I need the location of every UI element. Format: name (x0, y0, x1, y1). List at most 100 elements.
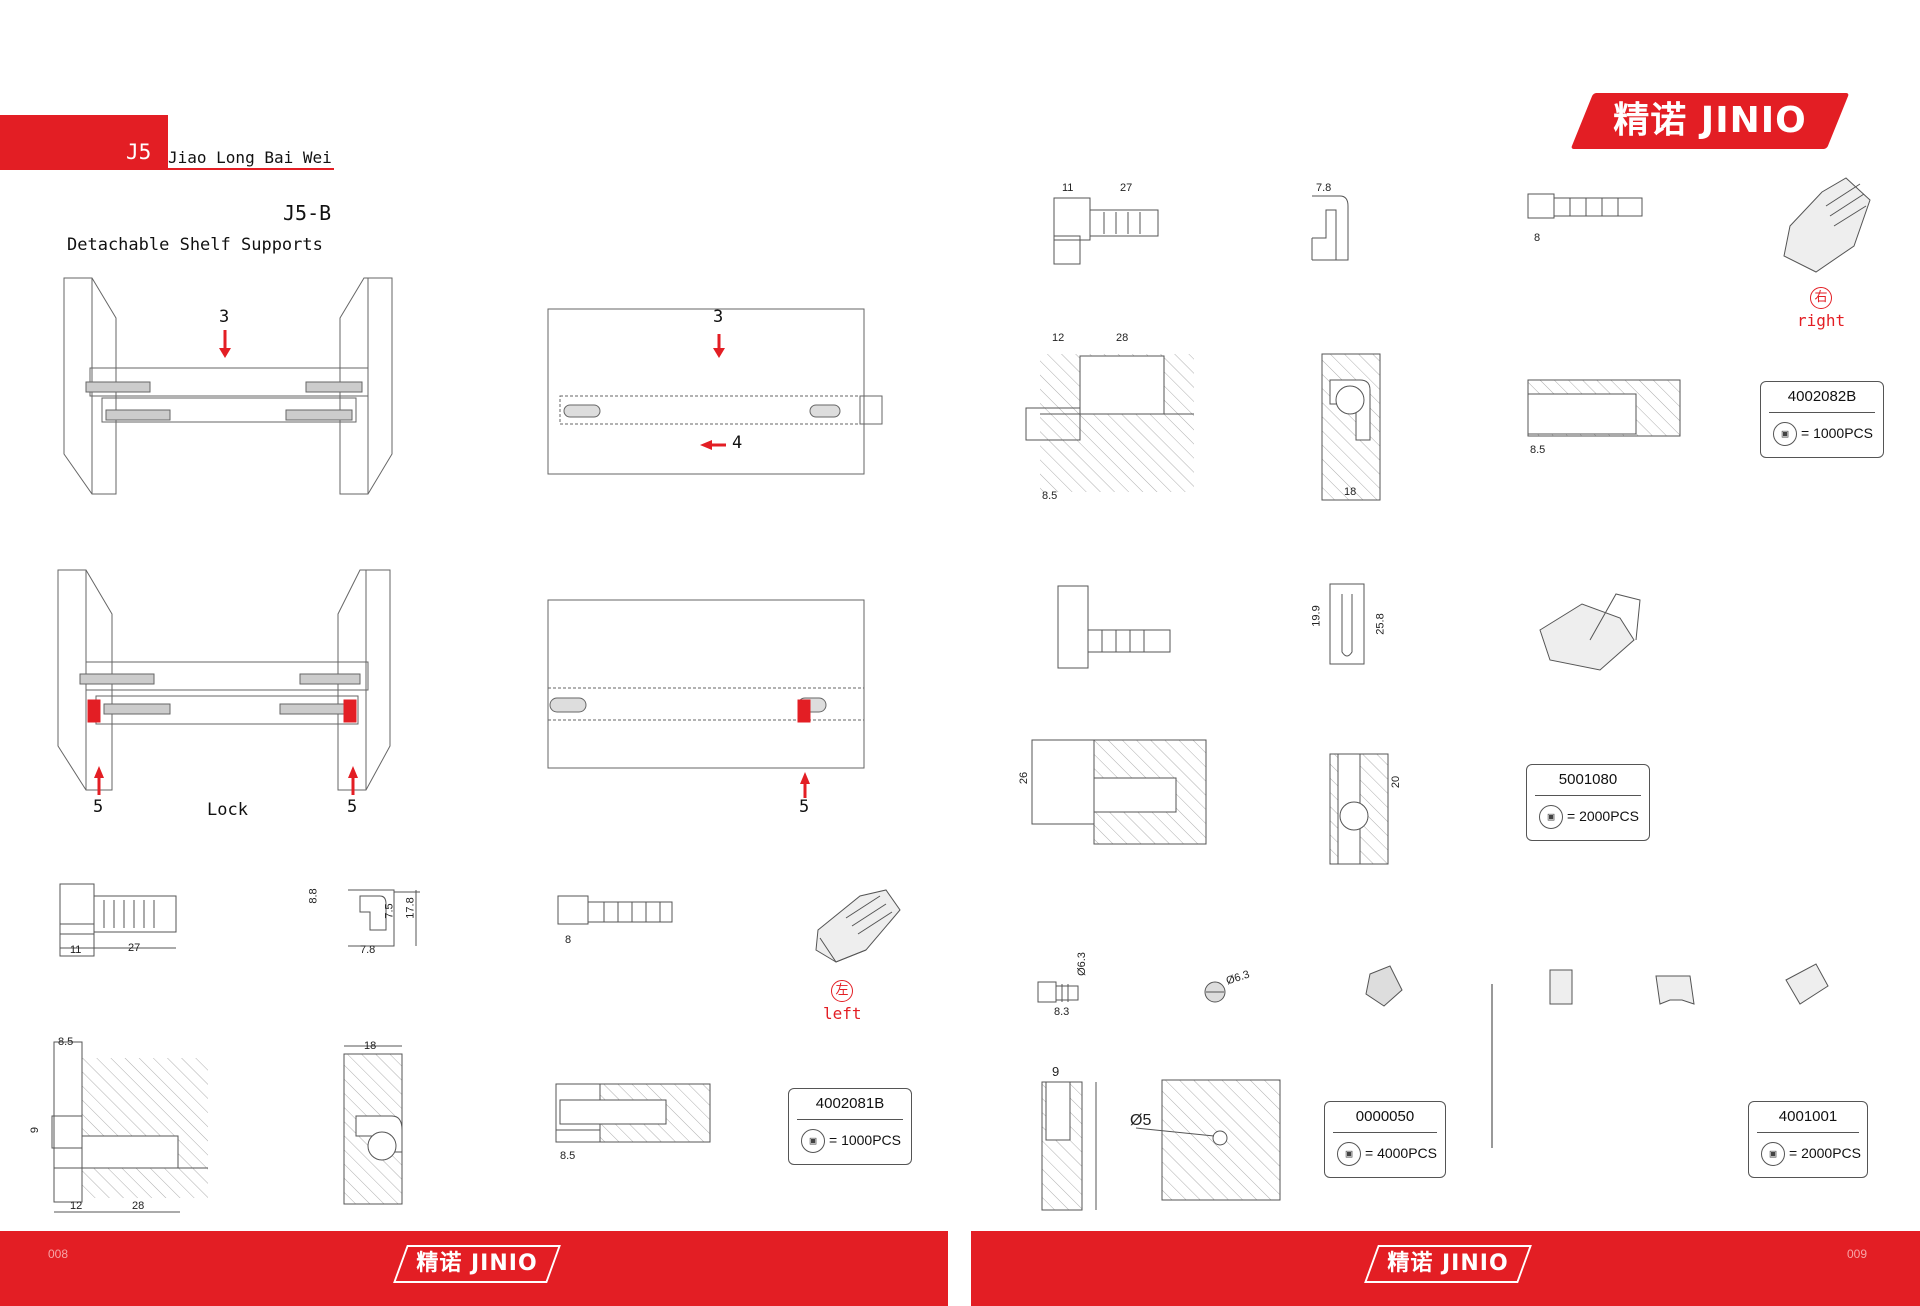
assembly-view-lock (57, 569, 391, 791)
dim-r-9: 9 (1052, 1064, 1060, 1079)
arrow-step3-b (713, 348, 725, 358)
footer-logo-left-text: 精诺 JINIO (416, 1251, 538, 1276)
part-right-top-view (1311, 195, 1349, 261)
part-right-side-view (1053, 197, 1159, 265)
dim-r-8-3: 8.3 (1054, 1006, 1070, 1018)
dim-r-26: 26 (1018, 771, 1031, 785)
part-left-iso (557, 895, 673, 925)
part-0000050-side (1037, 981, 1079, 1003)
part-right-3d (1783, 177, 1871, 273)
part-4001001-b (1655, 975, 1695, 1005)
footer-logo-right: 精诺 JINIO (1364, 1245, 1532, 1283)
part-4001001-c (1785, 963, 1829, 1005)
product-card-4002082b: 4002082B ▣ = 1000PCS (1760, 381, 1884, 458)
product-divider (1333, 1132, 1437, 1133)
dim-r-25-8: 25.8 (1374, 613, 1387, 635)
right-hand-icon: 右 (1810, 287, 1832, 309)
dim-r-19-9: 19.9 (1310, 605, 1323, 627)
step5-label-b: 5 (347, 797, 358, 817)
part-left-section-a (51, 1041, 208, 1213)
right-hand-label: right (1797, 311, 1846, 330)
product-divider (797, 1119, 903, 1120)
part-5001080-3d (1539, 593, 1641, 671)
step4-label: 4 (732, 433, 743, 453)
dim-7-8: 7.8 (360, 944, 376, 956)
dim-9: 9 (29, 1126, 42, 1134)
left-hand-label: left (823, 1004, 862, 1023)
package-icon: ▣ (1337, 1142, 1361, 1166)
dim-r-12: 12 (1052, 332, 1065, 344)
product-qty: = 1000PCS (829, 1132, 902, 1148)
part-5001080-side (1057, 585, 1171, 669)
product-code: 4002082B (1787, 388, 1857, 405)
dim-r-18: 18 (1344, 486, 1357, 498)
part-0000050-bore (1135, 1079, 1281, 1201)
part-left-side-view (59, 883, 177, 957)
product-qty: = 4000PCS (1365, 1145, 1438, 1161)
step3-label-b: 3 (713, 307, 724, 327)
dim-11: 11 (70, 944, 82, 956)
footer-logo-left: 精诺 JINIO (393, 1245, 561, 1283)
product-qty: = 2000PCS (1789, 1145, 1862, 1161)
dim-r-20: 20 (1390, 775, 1403, 789)
arrow-step4 (700, 440, 712, 450)
left-hand-icon: 左 (831, 980, 853, 1002)
step5-label-c: 5 (799, 797, 810, 817)
product-qty: = 1000PCS (1801, 425, 1874, 441)
right-hand-cn: 右 (1814, 290, 1828, 305)
dim-r-8-5b: 8.5 (1530, 444, 1546, 456)
part-right-section-b (1321, 353, 1381, 501)
footer-left: 008 精诺 JINIO (0, 1231, 948, 1306)
product-card-5001080: 5001080 ▣ = 2000PCS (1526, 764, 1650, 841)
arrow-step5-a (94, 766, 104, 778)
product-divider (1769, 412, 1875, 413)
dim-8-5: 8.5 (58, 1036, 74, 1048)
dim-r-7-8: 7.8 (1316, 182, 1332, 194)
part-left-section-b (343, 1045, 403, 1205)
part-right-front-view (1527, 193, 1643, 219)
product-card-0000050: 0000050 ▣ = 4000PCS (1324, 1101, 1446, 1178)
product-code: 0000050 (1355, 1108, 1415, 1125)
product-code: 4001001 (1778, 1108, 1838, 1125)
part-left-section-c (555, 1083, 711, 1143)
product-divider (1757, 1132, 1859, 1133)
series-tag: J5 (126, 140, 152, 164)
part-4001001-a (1549, 969, 1573, 1005)
lock-label: Lock (207, 800, 248, 820)
package-icon: ▣ (1773, 422, 1797, 446)
dim-r-27: 27 (1120, 182, 1133, 194)
dim-r-11: 11 (1062, 182, 1074, 194)
dim-r-d6-3: Ø6.3 (1075, 952, 1088, 976)
step3-label-a: 3 (219, 307, 230, 327)
package-icon: ▣ (1761, 1142, 1785, 1166)
dim-8-8: 8.8 (307, 888, 320, 904)
page-number-left: 008 (48, 1247, 69, 1261)
package-icon: ▣ (1539, 805, 1563, 829)
product-qty: = 2000PCS (1567, 808, 1640, 824)
page-number-right: 009 (1847, 1247, 1868, 1261)
product-code: 5001080 (1558, 771, 1618, 788)
dim-r-d5: Ø5 (1130, 1112, 1152, 1129)
arrow-step5-c (800, 772, 810, 784)
header-red-band (0, 115, 168, 170)
page-subtitle: Detachable Shelf Supports (67, 235, 323, 255)
dim-8-5b: 8.5 (560, 1150, 576, 1162)
dim-27: 27 (128, 942, 141, 954)
part-0000050-section (1041, 1081, 1097, 1211)
product-divider (1535, 795, 1641, 796)
dim-r-28: 28 (1116, 332, 1129, 344)
part-right-section-c (1527, 379, 1681, 437)
step5-label-a: 5 (93, 797, 104, 817)
front-view-top (547, 308, 883, 475)
assembly-view-top (63, 277, 393, 495)
product-card-4001001: 4001001 ▣ = 2000PCS (1748, 1101, 1868, 1178)
arrow-step5-b (348, 766, 358, 778)
dim-28: 28 (132, 1200, 145, 1212)
dim-r-8: 8 (1534, 232, 1541, 244)
dim-17-8: 17.8 (404, 897, 417, 919)
arrow-step3-a-head (219, 348, 231, 358)
part-5001080-section-a (1031, 739, 1207, 845)
footer-logo-right-text: 精诺 JINIO (1387, 1251, 1509, 1276)
part-right-section-a (1025, 354, 1194, 492)
